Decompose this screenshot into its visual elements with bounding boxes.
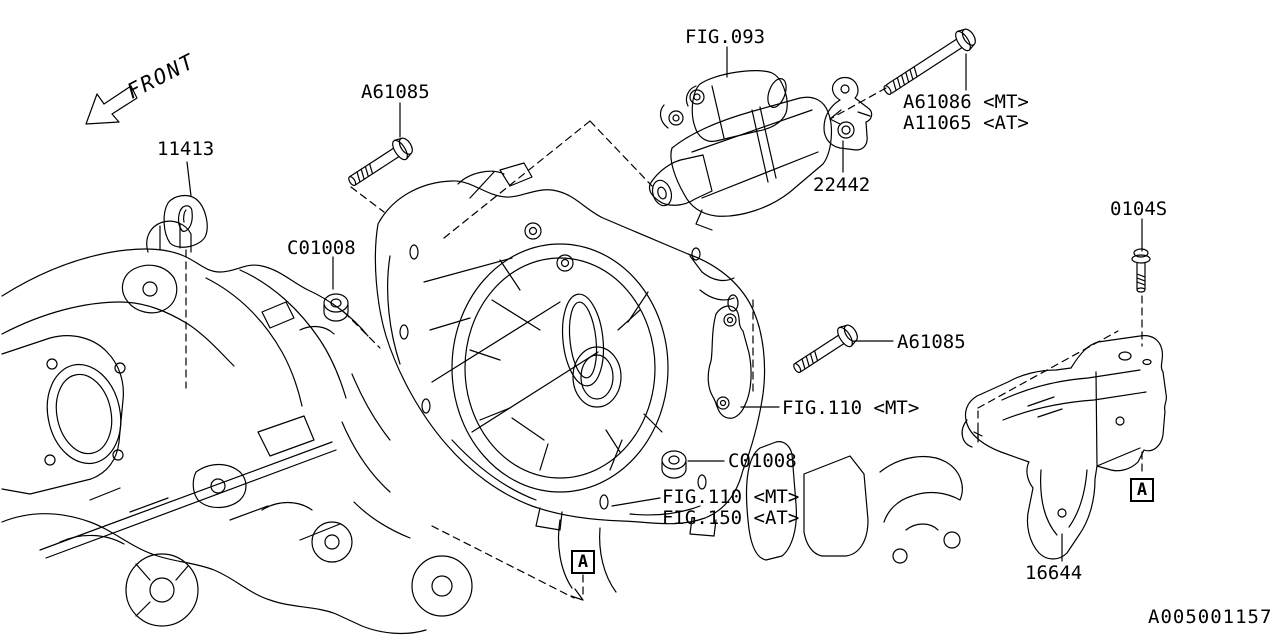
transmission-housing	[374, 162, 766, 537]
dashed-arrowheads	[570, 109, 842, 601]
callout-11413[interactable]: 11413	[157, 138, 215, 160]
nut-c01008-left	[323, 293, 349, 322]
leader-lines	[186, 46, 1143, 562]
callout-fig-150-at-bottom[interactable]: FIG.150 <AT>	[662, 507, 800, 529]
callout-a61086-mt[interactable]: A61086 <MT>	[903, 91, 1029, 113]
callout-fig-110-mt-right[interactable]: FIG.110 <MT>	[782, 397, 920, 419]
callout-16644[interactable]: 16644	[1025, 562, 1083, 584]
bolt-a61085-top	[348, 137, 413, 187]
nut-c01008-bottom	[661, 450, 687, 479]
front-arrow-icon	[85, 85, 138, 125]
callout-0104s[interactable]: 0104S	[1110, 198, 1168, 220]
callout-fig-093[interactable]: FIG.093	[685, 26, 766, 48]
callout-a11065-at[interactable]: A11065 <AT>	[903, 112, 1029, 134]
bolt-0104s	[1131, 248, 1151, 293]
callout-fig-110-mt-bottom[interactable]: FIG.110 <MT>	[662, 486, 800, 508]
bolt-a61085-right	[793, 324, 858, 374]
engine-assembly	[1, 220, 963, 635]
callout-a61085-top[interactable]: A61085	[361, 81, 430, 103]
part-16644-cover	[961, 335, 1168, 560]
bolt-a61086-long	[883, 28, 976, 96]
diagram-id-code: A005001157	[1148, 606, 1273, 628]
callout-a61085-right[interactable]: A61085	[897, 331, 966, 353]
section-marker-a-bottom: A	[571, 550, 595, 574]
callout-22442[interactable]: 22442	[813, 174, 871, 196]
section-marker-a-right: A	[1130, 478, 1154, 502]
part-11413-plug	[163, 194, 208, 248]
callout-c01008-bottom[interactable]: C01008	[728, 450, 797, 472]
callout-c01008-left[interactable]: C01008	[287, 237, 356, 259]
part-22442-bracket	[823, 76, 873, 151]
dashed-reference-lines	[185, 87, 1143, 599]
fig110-bracket-plate	[707, 305, 752, 419]
starter-motor	[648, 70, 833, 231]
